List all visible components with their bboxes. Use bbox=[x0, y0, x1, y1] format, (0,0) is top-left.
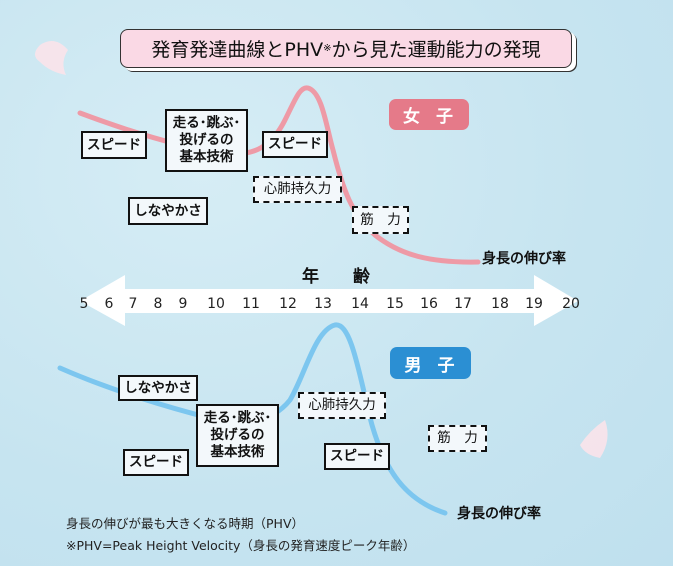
age-tick: 12 bbox=[279, 296, 297, 312]
boys-badge: 男子 bbox=[390, 347, 471, 379]
girls-strength-box: 筋 力 bbox=[352, 206, 409, 234]
boys-basic-skills-box: 走る･跳ぶ･ 投げるの 基本技術 bbox=[196, 404, 279, 467]
age-tick: 20 bbox=[562, 296, 580, 312]
age-tick: 14 bbox=[351, 296, 369, 312]
title-text: 発育発達曲線とPHV bbox=[151, 39, 324, 61]
boys-speed-box: スピード bbox=[123, 449, 189, 476]
age-axis-label: 年 齢 bbox=[302, 267, 370, 287]
girls-endurance-box: 心肺持久力 bbox=[253, 176, 342, 203]
age-axis-arrow bbox=[80, 275, 578, 326]
age-tick: 19 bbox=[525, 296, 543, 312]
girls-curve-label: 身長の伸び率 bbox=[482, 251, 566, 267]
boys-curve-label: 身長の伸び率 bbox=[457, 506, 541, 522]
age-tick: 8 bbox=[153, 296, 163, 312]
box-line: 基本技術 bbox=[179, 148, 234, 165]
phv-definition-note: ※PHV=Peak Height Velocity（身長の発育速度ピーク年齢） bbox=[66, 538, 416, 553]
age-tick: 5 bbox=[79, 296, 89, 312]
box-line: 基本技術 bbox=[210, 443, 265, 460]
page-title: 発育発達曲線とPHV※から見た運動能力の発現 bbox=[120, 29, 572, 68]
box-line: 投げるの bbox=[179, 132, 234, 149]
petal-decoration bbox=[35, 41, 68, 75]
age-tick: 11 bbox=[242, 296, 260, 312]
boys-strength-box: 筋 力 bbox=[428, 425, 487, 452]
age-tick: 6 bbox=[104, 296, 114, 312]
age-tick: 16 bbox=[420, 296, 438, 312]
title-text-rest: から見た運動能力の発現 bbox=[331, 39, 541, 61]
boys-flexibility-box: しなやかさ bbox=[118, 375, 198, 401]
girls-speed-box: スピード bbox=[81, 131, 147, 159]
box-line: 走る･跳ぶ･ bbox=[172, 115, 241, 132]
phv-note: 身長の伸びが最も大きくなる時期（PHV） bbox=[66, 516, 304, 531]
petal-decoration bbox=[580, 420, 608, 458]
girls-speed-box-2: スピード bbox=[262, 131, 328, 158]
boys-speed-box-2: スピード bbox=[324, 443, 390, 470]
box-line: 走る･跳ぶ･ bbox=[203, 410, 272, 427]
age-tick: 15 bbox=[386, 296, 404, 312]
age-tick: 7 bbox=[128, 296, 138, 312]
age-tick: 10 bbox=[207, 296, 225, 312]
age-tick: 13 bbox=[314, 296, 332, 312]
boys-endurance-box: 心肺持久力 bbox=[298, 392, 386, 419]
box-line: 投げるの bbox=[210, 427, 265, 444]
girls-basic-skills-box: 走る･跳ぶ･ 投げるの 基本技術 bbox=[165, 109, 248, 172]
title-footnote-mark: ※ bbox=[323, 43, 332, 54]
age-tick: 17 bbox=[454, 296, 472, 312]
girls-flexibility-box: しなやかさ bbox=[128, 197, 208, 225]
age-tick: 9 bbox=[178, 296, 188, 312]
age-tick: 18 bbox=[491, 296, 509, 312]
girls-badge: 女子 bbox=[389, 99, 469, 130]
